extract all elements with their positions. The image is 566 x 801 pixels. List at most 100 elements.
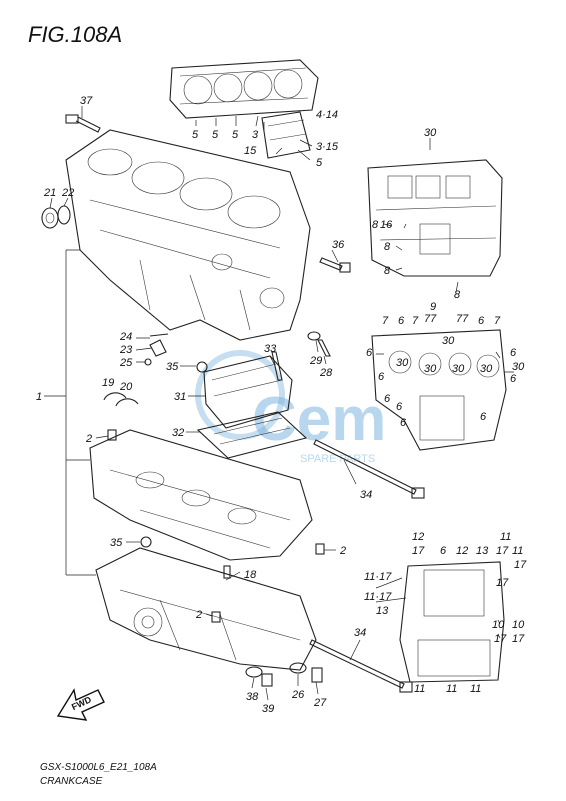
callout-32: 32 (172, 427, 184, 439)
oil-jet-assembly (261, 111, 311, 159)
callout-11-b: 11 (512, 545, 523, 557)
callout-12-a: 12 (412, 531, 424, 543)
bolt-28 (317, 339, 331, 357)
callout-6-j: 6 (480, 411, 487, 423)
callout-11-17-a: 11·17 (364, 571, 392, 583)
callouts-main: 37 21 22 36 24 23 25 35 33 29 28 31 19 2… (36, 95, 372, 715)
callout-20: 20 (119, 381, 133, 393)
callout-77-b: 77 (456, 313, 469, 325)
callout-6-e: 6 (510, 373, 517, 385)
callout-3: 3 (252, 129, 259, 141)
leader-lines (49, 106, 514, 701)
callouts-lower-view: 12 17 6 12 13 11 17 11 17 11·17 11·17 13… (364, 531, 527, 695)
callout-6-d: 6 (510, 347, 517, 359)
callout-17-e: 17 (494, 633, 507, 645)
plug-39 (261, 673, 273, 687)
callout-6-f: 6 (378, 371, 385, 383)
lower-case-bolt-view (399, 561, 505, 683)
lower-crankcase (95, 547, 317, 671)
middle-case-bolt-view (371, 329, 507, 451)
bolt-33 (271, 351, 283, 381)
callout-35-top: 35 (166, 361, 179, 373)
callout-6-i: 6 (400, 417, 407, 429)
callout-17-d: 17 (496, 577, 509, 589)
callout-11-e: 11 (470, 683, 481, 695)
callout-34-upper: 34 (360, 489, 372, 501)
callout-27: 27 (313, 697, 327, 709)
callout-30-b: 30 (396, 357, 409, 369)
callout-30-d: 30 (452, 363, 465, 375)
callout-18: 18 (244, 569, 257, 581)
callout-8-d: 8 (454, 289, 461, 301)
callout-12-b: 12 (456, 545, 468, 557)
callout-33: 33 (264, 343, 277, 355)
callout-3-15: 3·15 (316, 141, 339, 153)
figure-title: FIG.108A (28, 22, 122, 47)
watermark-subtitle: SPARE PARTS (300, 453, 375, 465)
head-gasket (169, 59, 319, 119)
callout-16: 16 (380, 219, 393, 231)
middle-crankcase (89, 429, 313, 561)
callout-17-a: 17 (412, 545, 425, 557)
callout-35-lower: 35 (110, 537, 123, 549)
callout-11-17-b: 11·17 (364, 591, 392, 603)
footer-caption: CRANKCASE (40, 776, 103, 787)
plug-21 (41, 207, 59, 229)
callout-8-c: 8 (384, 265, 391, 277)
callout-2-lower: 2 (195, 609, 202, 621)
callout-11-d: 11 (446, 683, 457, 695)
callout-30-f: 30 (512, 361, 525, 373)
breather-plate-32 (196, 411, 308, 459)
callout-17-f: 17 (512, 633, 525, 645)
upper-crankcase (65, 129, 311, 341)
callout-6-h: 6 (396, 401, 403, 413)
callout-24: 24 (119, 331, 132, 343)
pin-2-lower (211, 611, 221, 623)
callout-5-c: 5 (232, 129, 239, 141)
watermark-brand: Cem (252, 385, 386, 454)
gasket-26 (289, 662, 307, 674)
callout-22: 22 (61, 187, 74, 199)
upper-case-bolt-view (367, 159, 503, 277)
callout-10-a: 10 (492, 619, 505, 631)
callout-2-mid: 2 (339, 545, 346, 557)
callout-2-upper: 2 (85, 433, 92, 445)
callout-7-a: 7 (382, 315, 389, 327)
pin-2-mid (315, 543, 325, 555)
callout-26: 26 (291, 689, 305, 701)
callout-6-c: 6 (366, 347, 373, 359)
footer-model-code: GSX-S1000L6_E21_108A (40, 762, 157, 773)
callout-5-a: 5 (192, 129, 199, 141)
callout-6-g: 6 (384, 393, 391, 405)
callout-6-lower: 6 (440, 545, 447, 557)
bearing-19-20 (103, 392, 139, 407)
callout-7-c: 7 (494, 315, 501, 327)
callout-10-b: 10 (512, 619, 525, 631)
callout-29: 29 (309, 355, 322, 367)
callout-7-b: 7 (412, 315, 419, 327)
callout-28: 28 (319, 367, 333, 379)
callout-5-d: 5 (316, 157, 323, 169)
crankcase-assy-bracket-1 (44, 249, 96, 576)
callout-8-a: 8 (372, 219, 379, 231)
fwd-arrow-icon: FWD (56, 688, 105, 721)
callout-30-upper: 30 (424, 127, 437, 139)
callout-6-b: 6 (478, 315, 485, 327)
watermark: Cem SPARE PARTS (195, 350, 386, 465)
callout-30-c: 30 (424, 363, 437, 375)
pin-2-upper (107, 429, 117, 441)
callout-13-b: 13 (376, 605, 389, 617)
callout-25: 25 (119, 357, 133, 369)
callout-8-b: 8 (384, 241, 391, 253)
callouts-middle-view: 9 7 6 7 77 77 6 7 6 30 30 30 30 30 6 6 3… (366, 301, 525, 429)
callout-11-c: 11 (414, 683, 425, 695)
jet-18 (223, 565, 231, 579)
bolt-34-lower (309, 639, 413, 693)
callout-37: 37 (80, 95, 93, 107)
callouts-upper-view: 30 8 16 8 8 8 (372, 127, 461, 301)
bolt-36 (319, 257, 351, 273)
callouts-head: 5 5 5 3 4·14 15 3·15 5 (192, 109, 339, 169)
bolt-37 (65, 114, 101, 133)
clip-23 (149, 339, 167, 357)
